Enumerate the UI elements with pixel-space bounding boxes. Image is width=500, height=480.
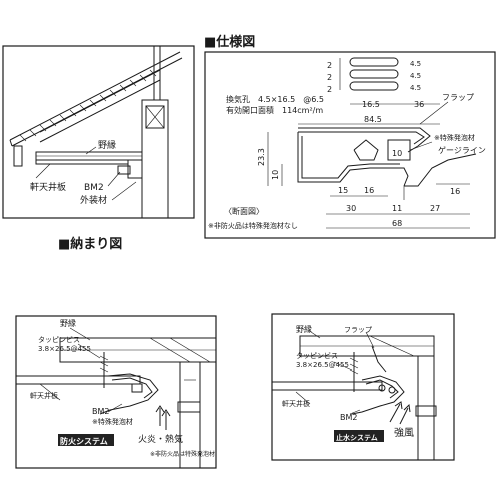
dim-2b: 2: [327, 73, 332, 82]
dim-15: 15: [338, 186, 348, 195]
roof-detail-frame: [2, 45, 195, 219]
dim-16b: 16: [450, 187, 460, 196]
fire-label-heat: 火炎・熱気: [138, 433, 183, 445]
dim-68: 68: [392, 219, 402, 228]
fire-label-screw-spec: 3.8×26.5@455: [38, 345, 91, 353]
dim-10a: 10: [271, 170, 280, 180]
fit-heading: ■納まり図: [58, 236, 122, 252]
fire-badge-bg: [58, 434, 114, 446]
spec-diagram-panel: 2 2 2 4.5 4.5 4.5 16.5 36 換気孔 4.5×16.5 @…: [204, 51, 496, 239]
dim-10b: 10: [392, 149, 402, 158]
dim-2c: 2: [327, 85, 332, 94]
water-label-tenjo: 軒天井板: [282, 399, 310, 408]
dim-36: 36: [414, 100, 424, 109]
roof-label-nokiura: 野縁: [98, 139, 116, 151]
vent-slots: [349, 57, 399, 91]
spec-gauge-line: ゲージライン: [438, 145, 486, 155]
dim-27: 27: [430, 204, 440, 213]
spec-note: ※非防火品は特殊発泡材なし: [208, 221, 298, 230]
dim-84-5: 84.5: [364, 115, 382, 124]
dim-11: 11: [392, 204, 402, 213]
dim-16-5: 16.5: [362, 100, 380, 109]
roof-detail-panel: 野縁 軒天井板 BM2 外装材: [2, 45, 195, 219]
fire-system-panel: 野縁 タッピンビス 3.8×26.5@455 軒天井板 BM2 ※特殊発泡材 火…: [15, 315, 217, 469]
spec-vent-area: 有効開口面積 114cm²/m: [226, 105, 323, 115]
dim-23-3: 23.3: [257, 148, 266, 166]
water-label-screw: タッピンビス: [296, 351, 338, 360]
water-label-flap: フラップ: [344, 326, 372, 334]
fire-label-bm2: BM2: [92, 407, 109, 416]
fire-label-note: ※非防火品は特殊発泡材: [150, 450, 215, 458]
spec-section-title: 〈断面図〉: [224, 206, 264, 216]
water-label-bm2: BM2: [340, 413, 357, 422]
roof-label-bm2: BM2: [84, 183, 104, 193]
fire-label-nokiura: 野縁: [60, 318, 76, 328]
dim-45c: 4.5: [410, 84, 421, 92]
fire-label-screw: タッピンビス: [38, 335, 80, 344]
wind-arrows: [389, 401, 411, 425]
spec-heading: ■仕様図: [204, 34, 255, 50]
dim-16a: 16: [364, 186, 374, 195]
water-system-panel: 野縁 フラップ タッピンビス 3.8×26.5@455 軒天井板 BM2 強風 …: [271, 313, 455, 461]
roof-label-tenjo: 軒天井板: [30, 181, 66, 193]
fire-arrows: [155, 405, 171, 430]
fire-label-tokushu: ※特殊発泡材: [92, 417, 133, 426]
fire-label-tenjo: 軒天井板: [30, 391, 58, 400]
dim-45b: 4.5: [410, 72, 421, 80]
fire-system-frame: [15, 315, 217, 469]
water-badge-bg: [334, 430, 384, 442]
dim-30: 30: [346, 204, 356, 213]
roof-label-gaiheki: 外装材: [80, 194, 107, 206]
water-label-wind: 強風: [394, 426, 414, 439]
dim-45a: 4.5: [410, 60, 421, 68]
spec-diagram-frame: [204, 51, 496, 239]
spec-flap: フラップ: [442, 93, 474, 102]
spec-vent-hole: 換気孔 4.5×16.5 @6.5: [226, 94, 324, 104]
spec-tokushu: ※特殊発泡材: [434, 133, 475, 142]
fire-badge: 防火システム: [60, 436, 108, 446]
water-label-screw-spec: 3.8×26.5@455: [296, 361, 349, 369]
water-badge: 止水システム: [336, 433, 378, 442]
water-label-nokiura: 野縁: [296, 324, 312, 334]
dim-2a: 2: [327, 61, 332, 70]
